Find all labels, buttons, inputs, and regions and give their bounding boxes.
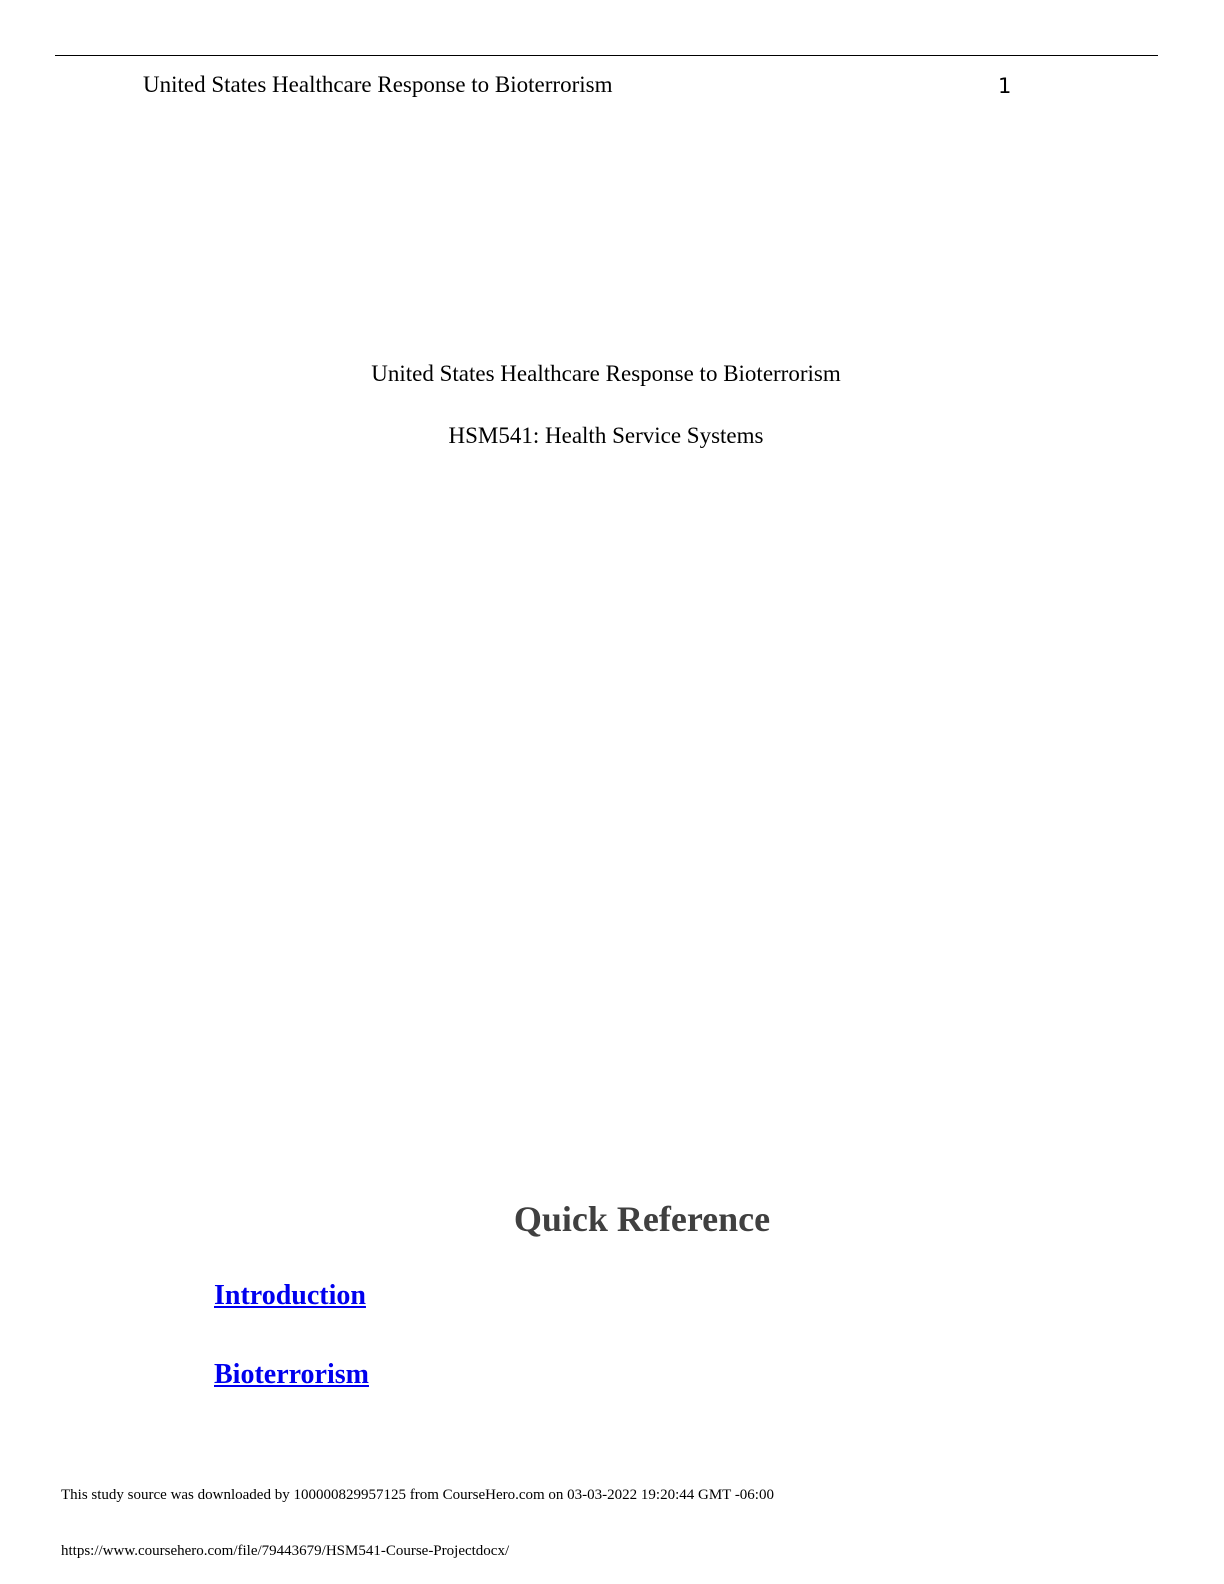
link-introduction[interactable]: Introduction <box>214 1280 366 1311</box>
quick-reference-heading: Quick Reference <box>513 1199 771 1239</box>
document-title: United States Healthcare Response to Bio… <box>371 361 841 386</box>
link-bioterrorism[interactable]: Bioterrorism <box>214 1359 369 1390</box>
download-notice: This study source was downloaded by 1000… <box>61 1487 774 1503</box>
header-rule <box>55 55 1158 56</box>
page-number: 1 <box>998 74 1012 98</box>
course-name: HSM541: Health Service Systems <box>448 423 764 448</box>
running-header: United States Healthcare Response to Bio… <box>143 72 613 97</box>
source-url: https://www.coursehero.com/file/79443679… <box>61 1543 510 1559</box>
